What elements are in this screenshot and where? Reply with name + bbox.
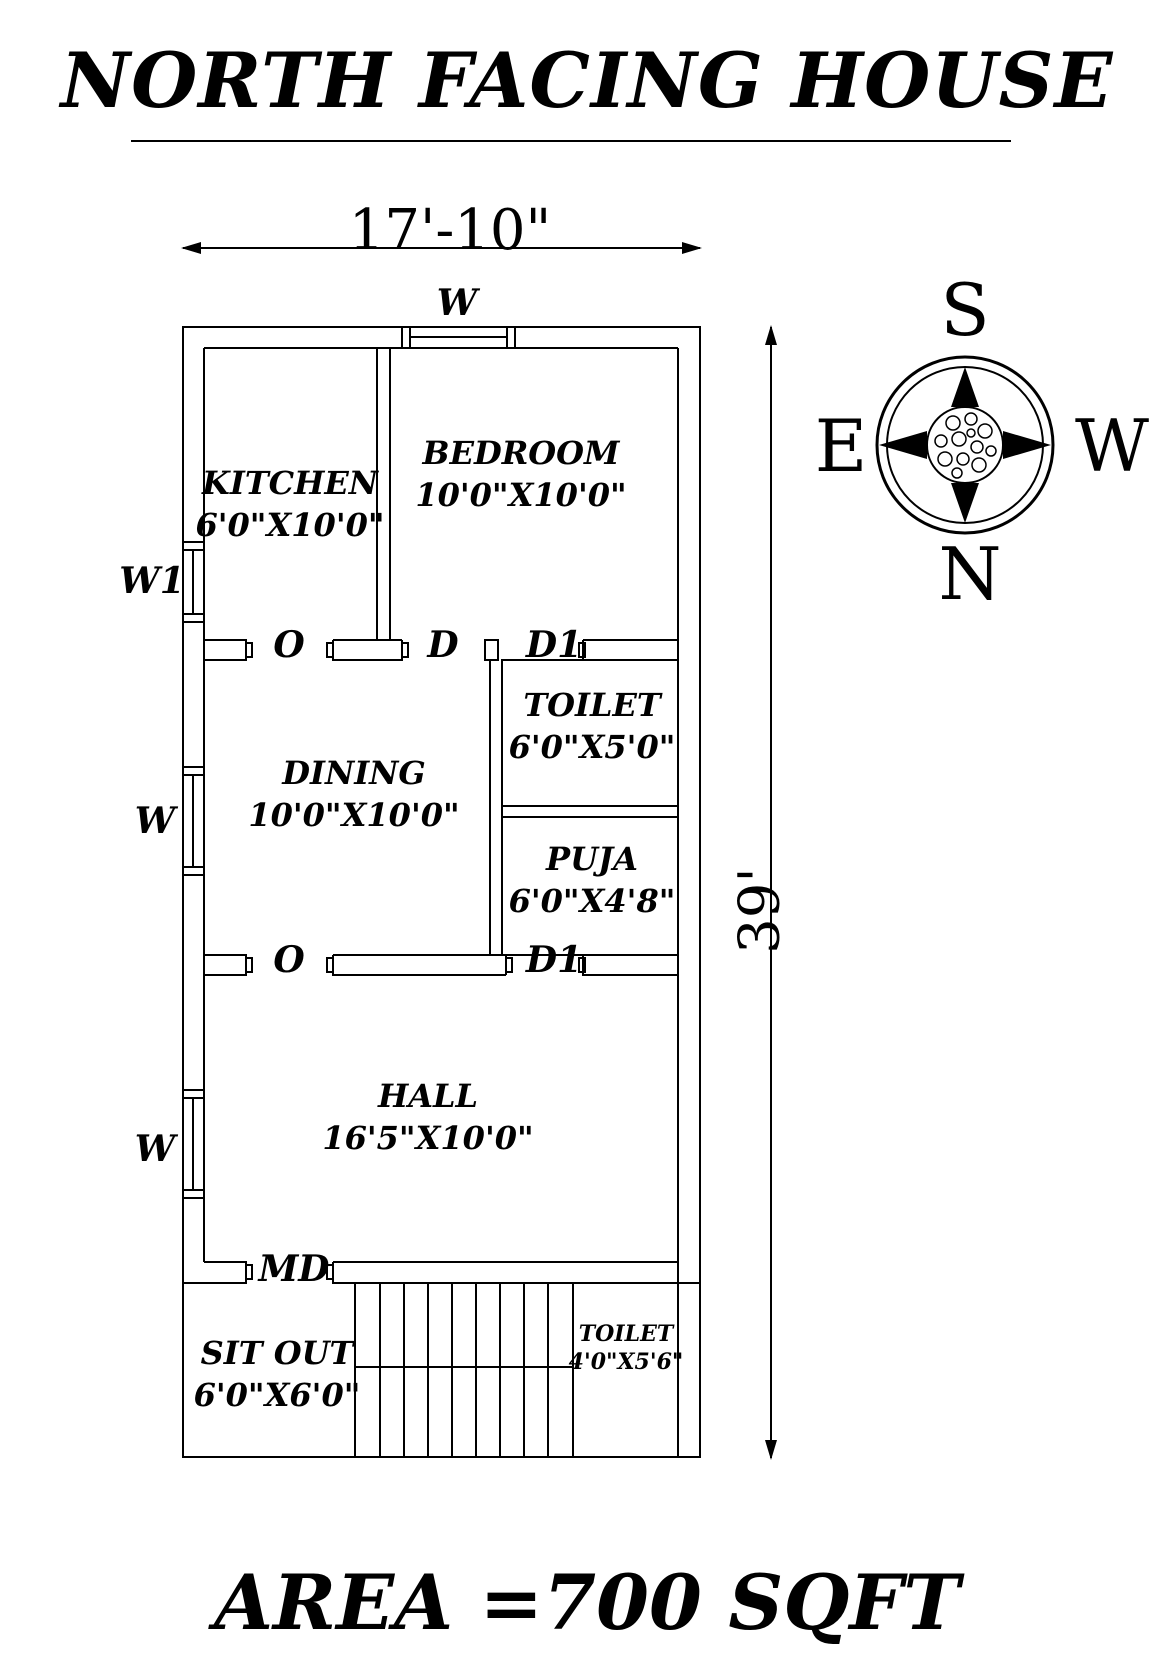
mark-door-toilet: D1	[525, 624, 583, 666]
dining-name: DINING	[282, 754, 426, 792]
puja-size: 6'0"X4'8"	[508, 882, 676, 920]
compass-icon	[875, 355, 1055, 535]
kitchen-name: KITCHEN	[202, 464, 378, 502]
room-dining: DINING 10'0"X10'0"	[248, 752, 459, 836]
dining-size: 10'0"X10'0"	[248, 796, 460, 834]
compass-label-top: S	[940, 268, 990, 352]
sit-out-size: 6'0"X6'0"	[193, 1376, 361, 1414]
compass-label-left: E	[814, 404, 868, 488]
window-w1	[182, 541, 205, 623]
mark-window-hall: W	[134, 1128, 176, 1170]
mark-window-top: W	[436, 282, 478, 324]
page-title: NORTH FACING HOUSE	[60, 36, 1114, 125]
room-kitchen: KITCHEN 6'0"X10'0"	[195, 462, 384, 546]
window-hall	[182, 1089, 205, 1199]
toilet-room	[501, 659, 679, 807]
mark-window-dining: W	[134, 800, 176, 842]
area-label: AREA =700 SQFT	[214, 1558, 960, 1647]
hall-size: 16'5"X10'0"	[322, 1119, 534, 1157]
toilet-small-size: 4'0"X5'6"	[568, 1349, 684, 1375]
compass-label-bottom: N	[938, 532, 1002, 616]
puja-name: PUJA	[546, 840, 638, 878]
room-toilet-main: TOILET 6'0"X5'0"	[509, 684, 676, 768]
mark-door-bedroom: D	[427, 624, 459, 666]
mark-window-w1: W1	[119, 560, 185, 602]
toilet-main-name: TOILET	[523, 686, 661, 724]
mark-opening-hall: O	[273, 939, 305, 981]
room-bedroom: BEDROOM 10'0"X10'0"	[415, 432, 626, 516]
room-toilet-small: TOILET 4'0"X5'6"	[569, 1320, 684, 1376]
bedroom-size: 10'0"X10'0"	[415, 476, 627, 514]
title-underline	[131, 140, 1011, 142]
mark-door-puja: D1	[525, 939, 583, 981]
kitchen-size: 6'0"X10'0"	[195, 506, 385, 544]
top-window	[401, 326, 516, 349]
room-sit-out: SIT OUT 6'0"X6'0"	[194, 1332, 361, 1416]
window-dining	[182, 766, 205, 876]
room-hall: HALL 16'5"X10'0"	[322, 1075, 533, 1159]
mark-opening-kitchen: O	[273, 624, 305, 666]
sit-out-name: SIT OUT	[200, 1334, 354, 1372]
mark-main-door: MD	[258, 1248, 330, 1290]
toilet-small-name: TOILET	[578, 1321, 674, 1347]
stair-treads	[379, 1283, 549, 1457]
room-puja: PUJA 6'0"X4'8"	[509, 838, 676, 922]
compass-label-right: W	[1074, 404, 1150, 488]
bedroom-name: BEDROOM	[422, 434, 620, 472]
bedroom-left-wall	[389, 348, 402, 641]
hall-name: HALL	[377, 1077, 479, 1115]
small-toilet-room	[573, 1282, 679, 1457]
toilet-main-size: 6'0"X5'0"	[508, 728, 676, 766]
